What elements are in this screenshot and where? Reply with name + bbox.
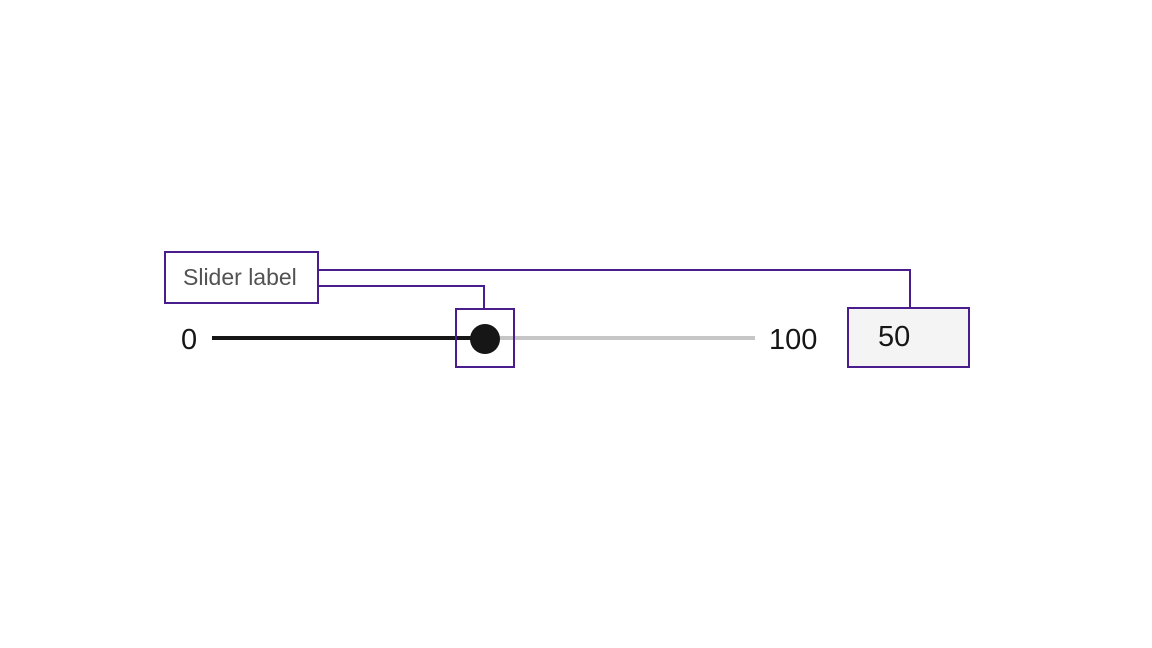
slider-handle[interactable] <box>470 324 500 354</box>
slider-track[interactable] <box>485 336 755 340</box>
annotation-line-label-to-handle-vertical <box>483 285 485 308</box>
slider-label: Slider label <box>183 264 297 290</box>
slider-min-label: 0 <box>181 324 198 356</box>
handle-annotation-box <box>455 308 515 368</box>
annotation-line-label-to-handle-horizontal <box>319 285 485 287</box>
slider-value: 50 <box>878 321 911 353</box>
slider-track-filled[interactable] <box>212 336 485 340</box>
slider-max-label: 100 <box>769 324 818 356</box>
slider-value-input[interactable]: 50 <box>847 307 970 368</box>
annotation-line-label-to-value-vertical <box>909 269 911 307</box>
annotation-line-label-to-value-horizontal <box>319 269 911 271</box>
label-annotation-box: Slider label <box>164 251 319 304</box>
